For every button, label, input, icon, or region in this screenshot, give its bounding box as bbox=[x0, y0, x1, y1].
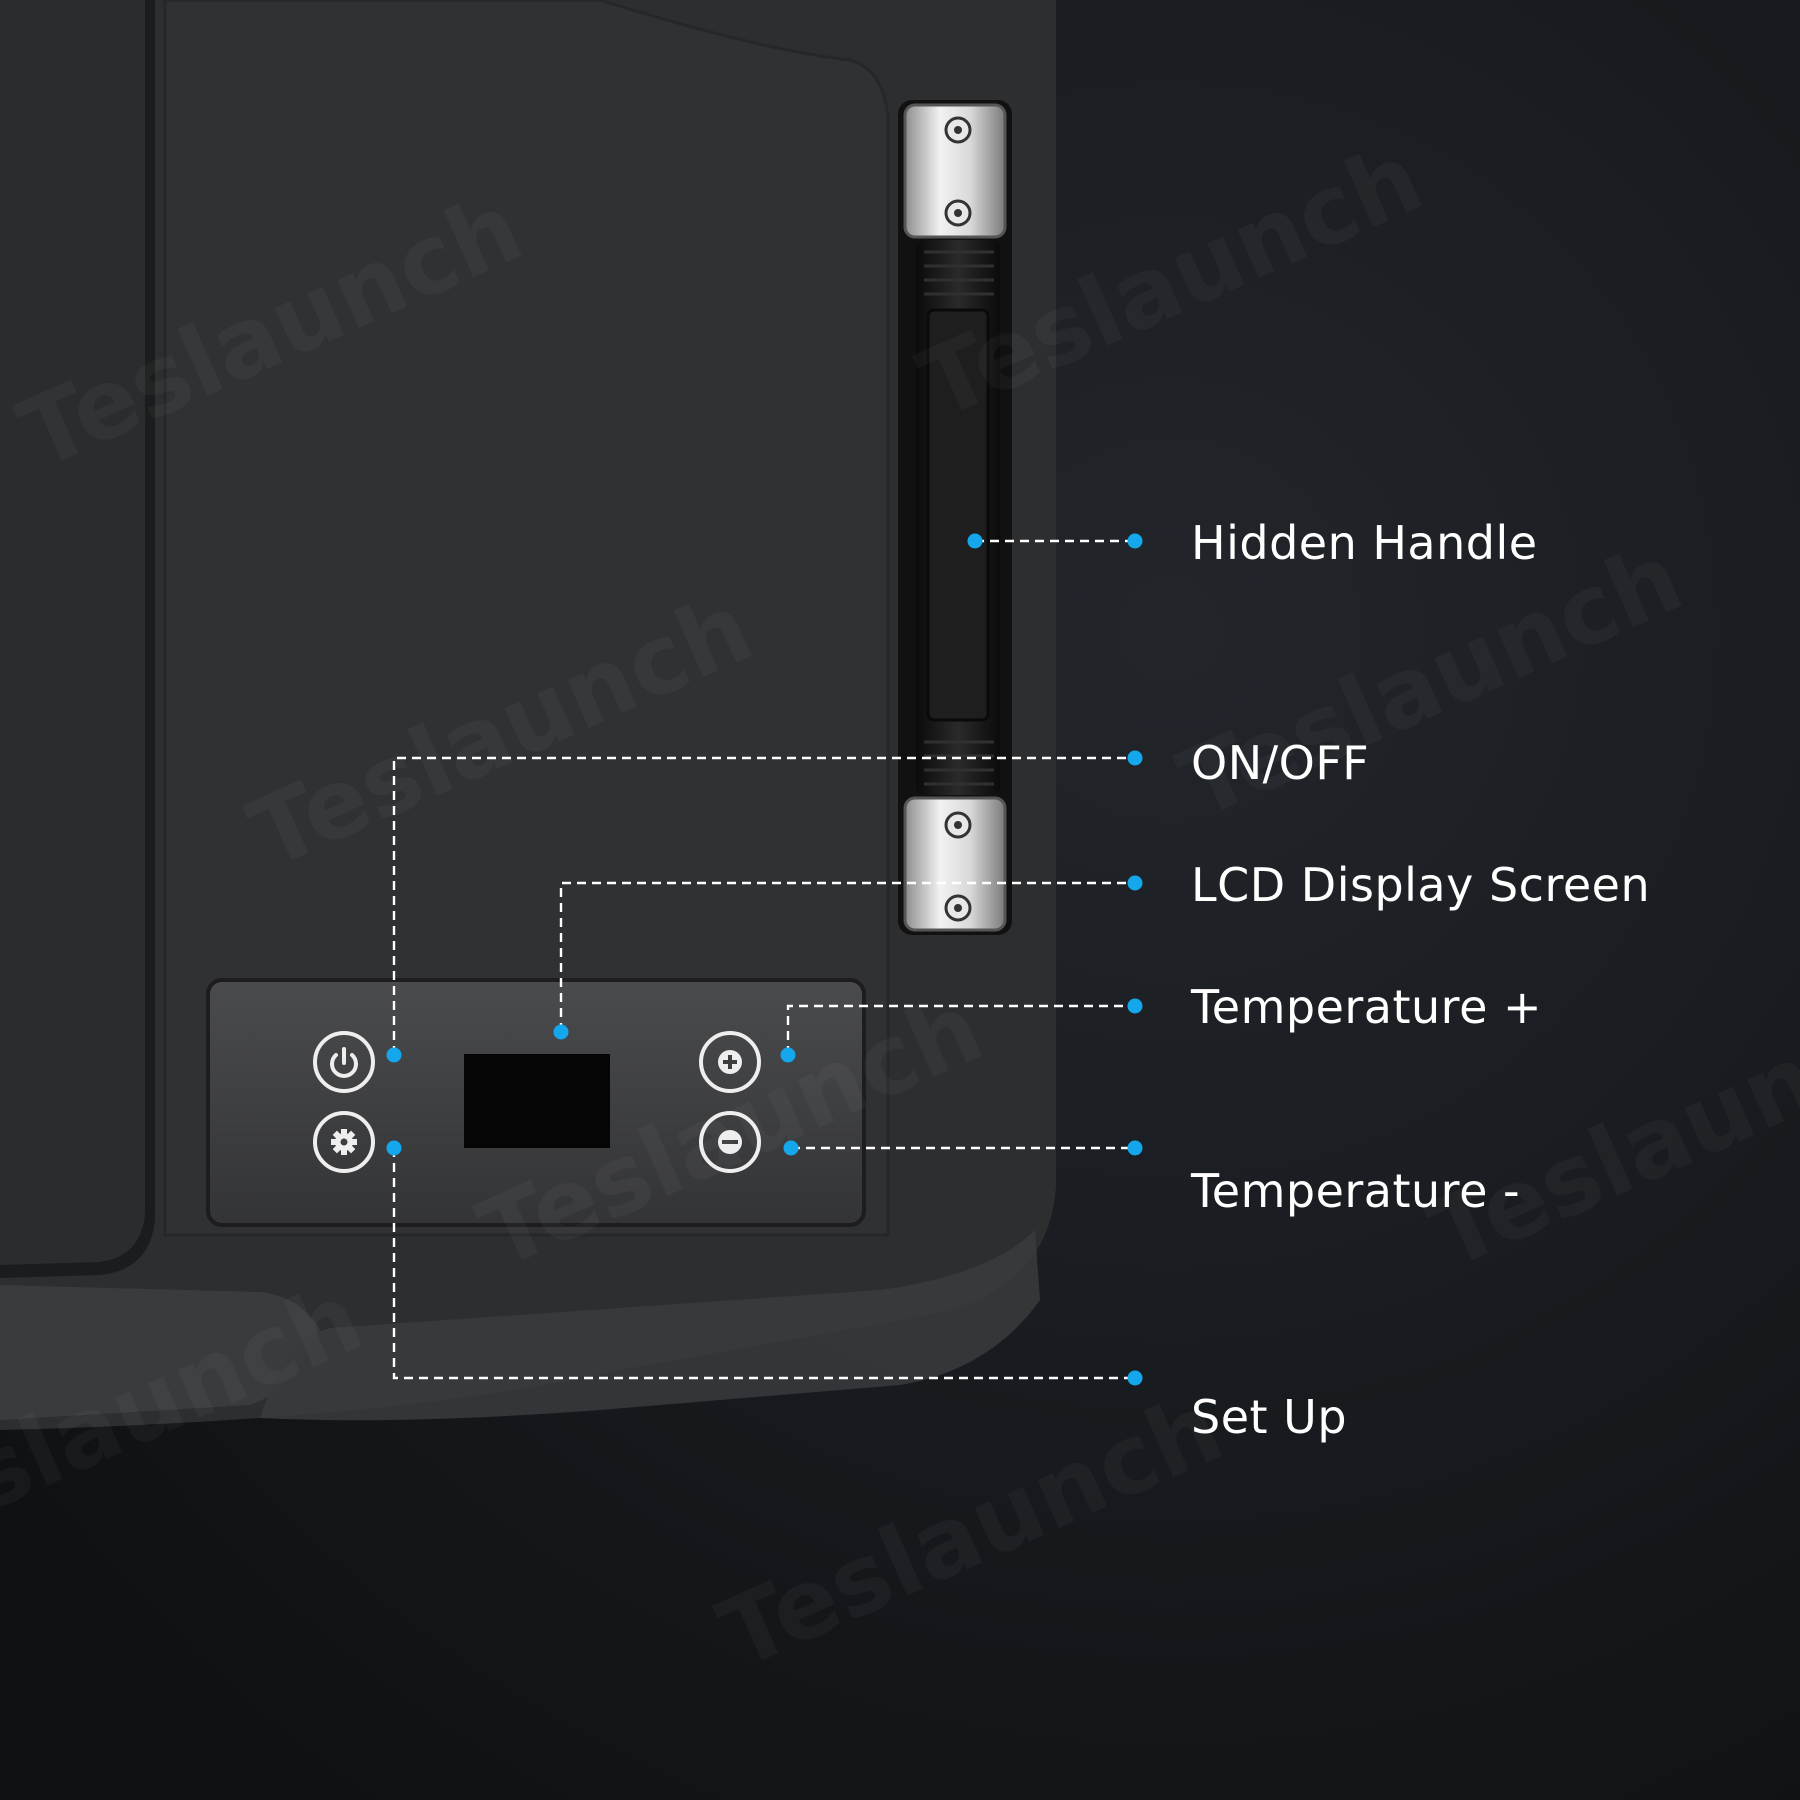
power-button bbox=[313, 1031, 375, 1093]
lid-edge bbox=[0, 1285, 320, 1420]
callout-lcd-display-screen: LCD Display Screen bbox=[1191, 858, 1651, 912]
settings-button bbox=[313, 1111, 375, 1173]
lcd-display bbox=[464, 1054, 610, 1148]
hidden-handle-graphic bbox=[898, 100, 1012, 935]
leader-temp-plus bbox=[786, 1004, 1135, 1055]
minus-button bbox=[699, 1111, 761, 1173]
plus-button bbox=[699, 1031, 761, 1093]
leader-set-up bbox=[392, 1148, 1135, 1380]
minus-icon bbox=[718, 1130, 742, 1154]
callout-temperature-minus: Temperature - bbox=[1191, 1164, 1521, 1218]
callout-temperature-plus: Temperature + bbox=[1191, 980, 1543, 1034]
leader-lcd bbox=[559, 881, 1135, 1032]
callout-hidden-handle: Hidden Handle bbox=[1191, 516, 1538, 570]
leader-on-off bbox=[392, 756, 1135, 1055]
power-icon bbox=[330, 1047, 358, 1078]
leader-lines bbox=[392, 539, 1135, 1380]
callout-set-up: Set Up bbox=[1191, 1390, 1348, 1444]
gear-icon bbox=[331, 1129, 357, 1155]
lid-panel bbox=[163, 0, 890, 1237]
plus-icon bbox=[718, 1050, 742, 1074]
leader-dots bbox=[386, 533, 1143, 1386]
control-panel bbox=[206, 978, 866, 1227]
callout-on-off: ON/OFF bbox=[1191, 736, 1370, 790]
